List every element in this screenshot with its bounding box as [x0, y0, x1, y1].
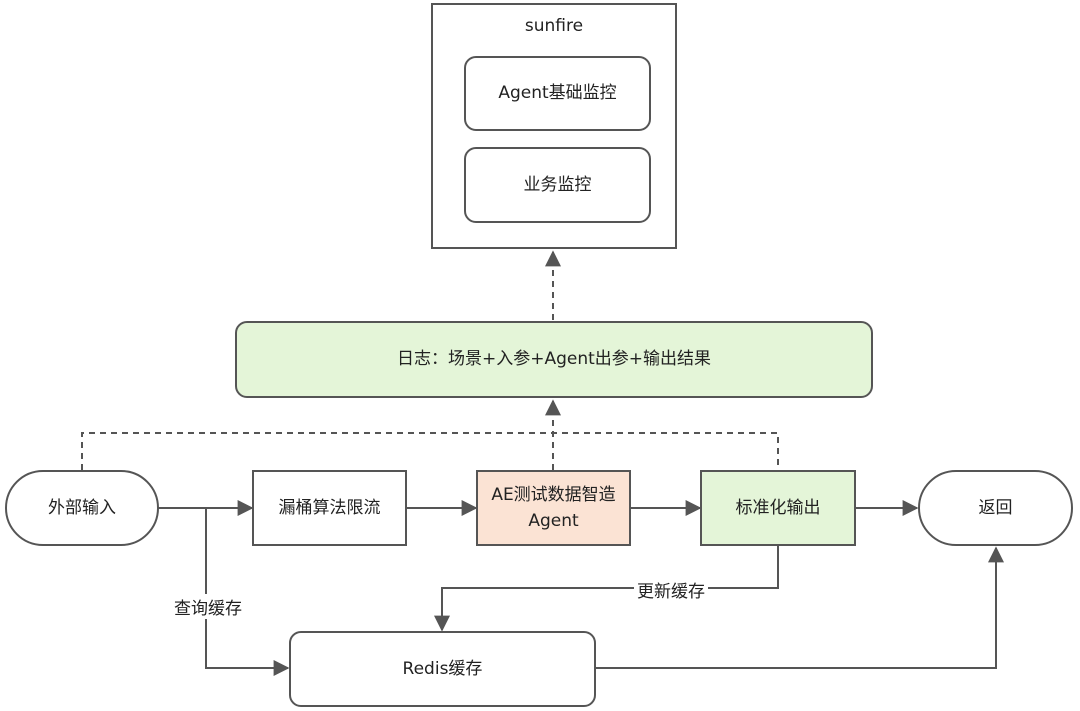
leaky-bucket-label: 漏桶算法限流 [278, 497, 381, 518]
update-cache-arrow [434, 546, 779, 632]
log-label: 日志：场景+入参+Agent出参+输出结果 [396, 349, 712, 370]
query-cache-label: 查询缓存 [171, 594, 245, 619]
standard-output-label: 标准化输出 [735, 497, 821, 518]
business-monitor-label: 业务监控 [523, 174, 592, 195]
agent-monitor-box: Agent基础监控 [464, 56, 651, 131]
redis-to-return-arrow [596, 546, 1004, 669]
leaky-bucket-node: 漏桶算法限流 [252, 470, 407, 546]
external-input-label: 外部输入 [48, 497, 116, 518]
agent-monitor-label: Agent基础监控 [498, 83, 617, 104]
agent-node: AE测试数据智造 Agent [476, 470, 631, 546]
redis-cache-label: Redis缓存 [402, 658, 483, 679]
agent-label-line1: AE测试数据智造 [491, 484, 616, 505]
redis-cache-node: Redis缓存 [289, 631, 596, 707]
update-cache-label: 更新缓存 [634, 577, 708, 602]
agent-label-line2: Agent [528, 511, 579, 531]
standard-output-node: 标准化输出 [700, 470, 856, 546]
external-input-node: 外部输入 [5, 470, 159, 546]
business-monitor-box: 业务监控 [464, 147, 651, 223]
sunfire-title: sunfire [524, 16, 584, 36]
log-collection-bus [81, 432, 779, 470]
return-label: 返回 [978, 497, 1013, 518]
return-node: 返回 [918, 470, 1073, 546]
query-cache-arrow [205, 508, 290, 676]
log-box: 日志：场景+入参+Agent出参+输出结果 [235, 321, 873, 398]
